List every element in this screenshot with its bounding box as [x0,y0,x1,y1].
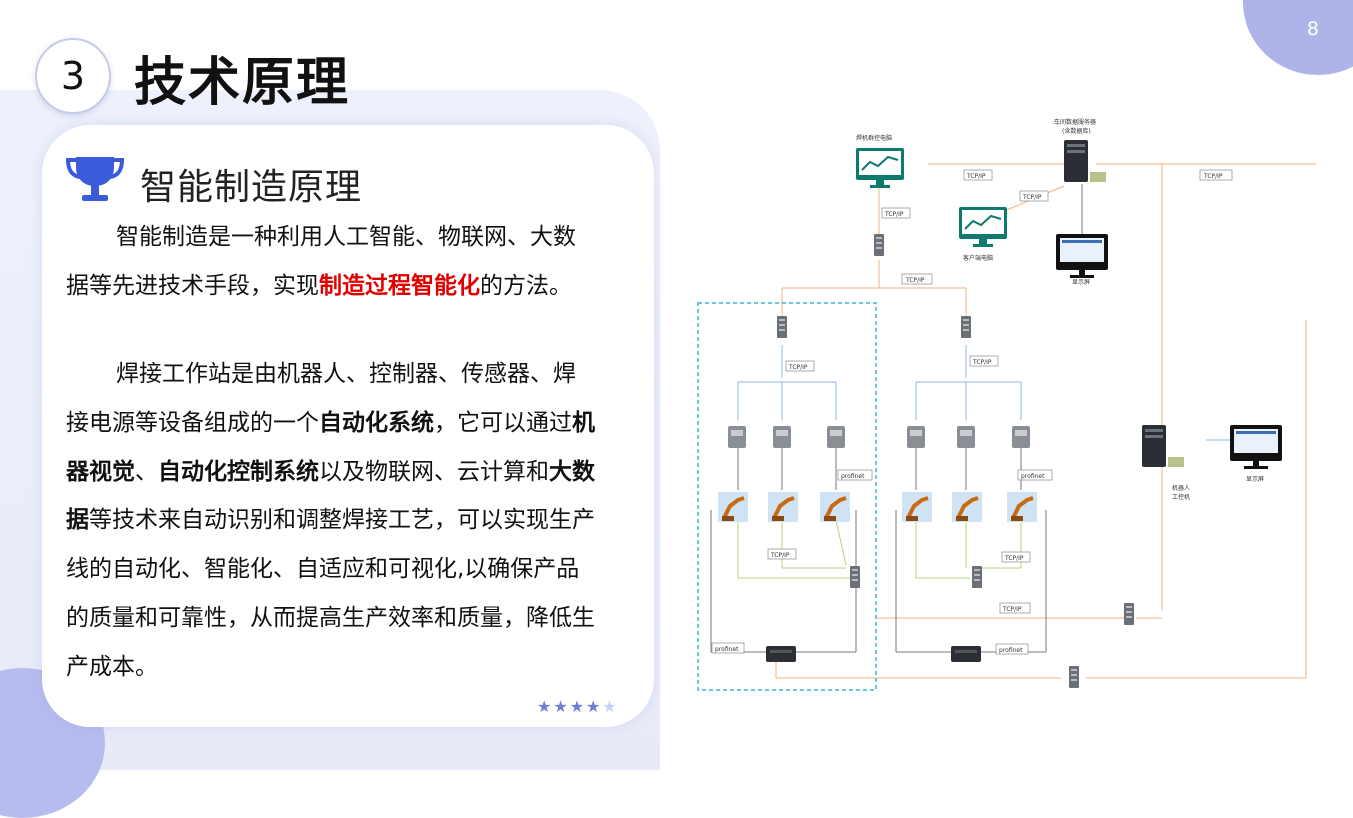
svg-text:TCP/IP: TCP/IP [770,552,790,559]
para2-bold-machine-vision: 机器视觉 [66,409,595,485]
section-index: 3 [60,54,86,98]
decorative-blob-top-right [1243,0,1353,75]
content-card [42,125,654,727]
para1-text-a: 智能制造是一种利用人工智能、物联网、大数据等先进技术手段，实现 [66,224,576,299]
server-label: 车间数据服务器 [1054,118,1096,126]
star-icon: ★ [569,697,585,716]
group-pc-label: 焊机群控电脑 [856,134,892,142]
svg-text:TCP/IP: TCP/IP [1004,555,1024,562]
star-icon: ★ [553,697,568,716]
para2-bold-automation-system: 自动化系统 [319,409,434,436]
svg-text:TCP/IP: TCP/IP [905,277,925,284]
star-icon: ★ [602,697,617,716]
svg-text:profinet: profinet [841,473,865,480]
robot-pc-label: 机器人 [1172,484,1190,492]
card-title: 智能制造原理 [140,167,363,208]
page-number: 8 [1306,18,1319,40]
svg-text:profinet: profinet [999,647,1023,654]
paragraph-intelligent-manufacturing: 智能制造是一种利用人工智能、物联网、大数据等先进技术手段，实现制造过程智能化的方… [66,213,596,311]
protocol-labels: TCP/IP TCP/IP TCP/IP TCP/IP TCP/IP TCP/I… [715,173,1223,654]
svg-text:TCP/IP: TCP/IP [972,359,992,366]
svg-text:TCP/IP: TCP/IP [1203,173,1223,180]
client-pc-label: 客户端电脑 [963,254,993,262]
svg-text:TCP/IP: TCP/IP [966,173,986,180]
star-icon: ★ [537,697,552,716]
para2-bold-control-system: 自动化控制系统 [158,458,319,485]
paragraph-welding-station: 焊接工作站是由机器人、控制器、传感器、焊接电源等设备组成的一个自动化系统，它可以… [66,350,596,692]
para2-text-i: 等技术来自动识别和调整焊接工艺，可以实现生产线的自动化、智能化、自适应和可视化,… [66,507,595,680]
svg-text:TCP/IP: TCP/IP [884,211,904,218]
para2-text-c: ，它可以通过 [434,409,572,436]
svg-text:TCP/IP: TCP/IP [1022,194,1042,201]
svg-text:TCP/IP: TCP/IP [1002,606,1022,613]
server-sub-label: (含数据库) [1062,127,1091,135]
rating-stars: ★ ★ ★ ★ ★ [537,697,617,716]
svg-text:TCP/IP: TCP/IP [788,364,808,371]
section-title: 技术原理 [134,53,351,113]
network-diagram-svg: 焊机群控电脑 车间数据服务器 (含数据库) 客户端电脑 显示屏 机器人 工控机 … [697,118,1316,691]
section-index-badge: 3 [35,38,111,114]
network-diagram: 焊机群控电脑 车间数据服务器 (含数据库) 客户端电脑 显示屏 机器人 工控机 … [676,100,1316,705]
svg-text:profinet: profinet [1021,473,1045,480]
svg-text:profinet: profinet [715,646,739,653]
trophy-icon [66,157,124,201]
para2-text-g: 以及物联网、云计算和 [319,458,549,485]
para2-bold-big-data: 大数据 [66,458,595,534]
robot-pc-sub-label: 工控机 [1172,493,1190,501]
display1-label: 显示屏 [1072,279,1090,286]
para1-text-c: 的方法。 [480,272,572,299]
para2-text-e: 、 [135,458,158,485]
para1-highlight: 制造过程智能化 [319,272,480,299]
para2-text-a: 焊接工作站是由机器人、控制器、传感器、焊接电源等设备组成的一个 [66,361,576,436]
star-icon: ★ [586,697,601,716]
display2-label: 显示屏 [1246,476,1264,483]
